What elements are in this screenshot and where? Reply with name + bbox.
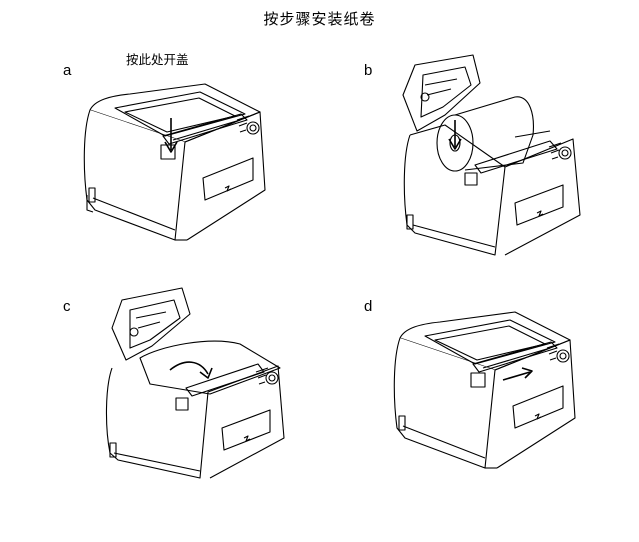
step-label-b: b xyxy=(364,62,373,79)
step-label-c: c xyxy=(63,298,71,315)
printer-illustration-c xyxy=(100,288,300,478)
page-title: 按步骤安装纸卷 xyxy=(263,10,376,28)
open-cover-note: 按此处开盖 xyxy=(126,52,189,67)
printer-illustration-b xyxy=(385,55,590,255)
step-label-d: d xyxy=(364,298,373,315)
printer-illustration-d xyxy=(385,298,590,483)
printer-illustration-a xyxy=(75,70,280,255)
step-label-a: a xyxy=(63,62,72,79)
